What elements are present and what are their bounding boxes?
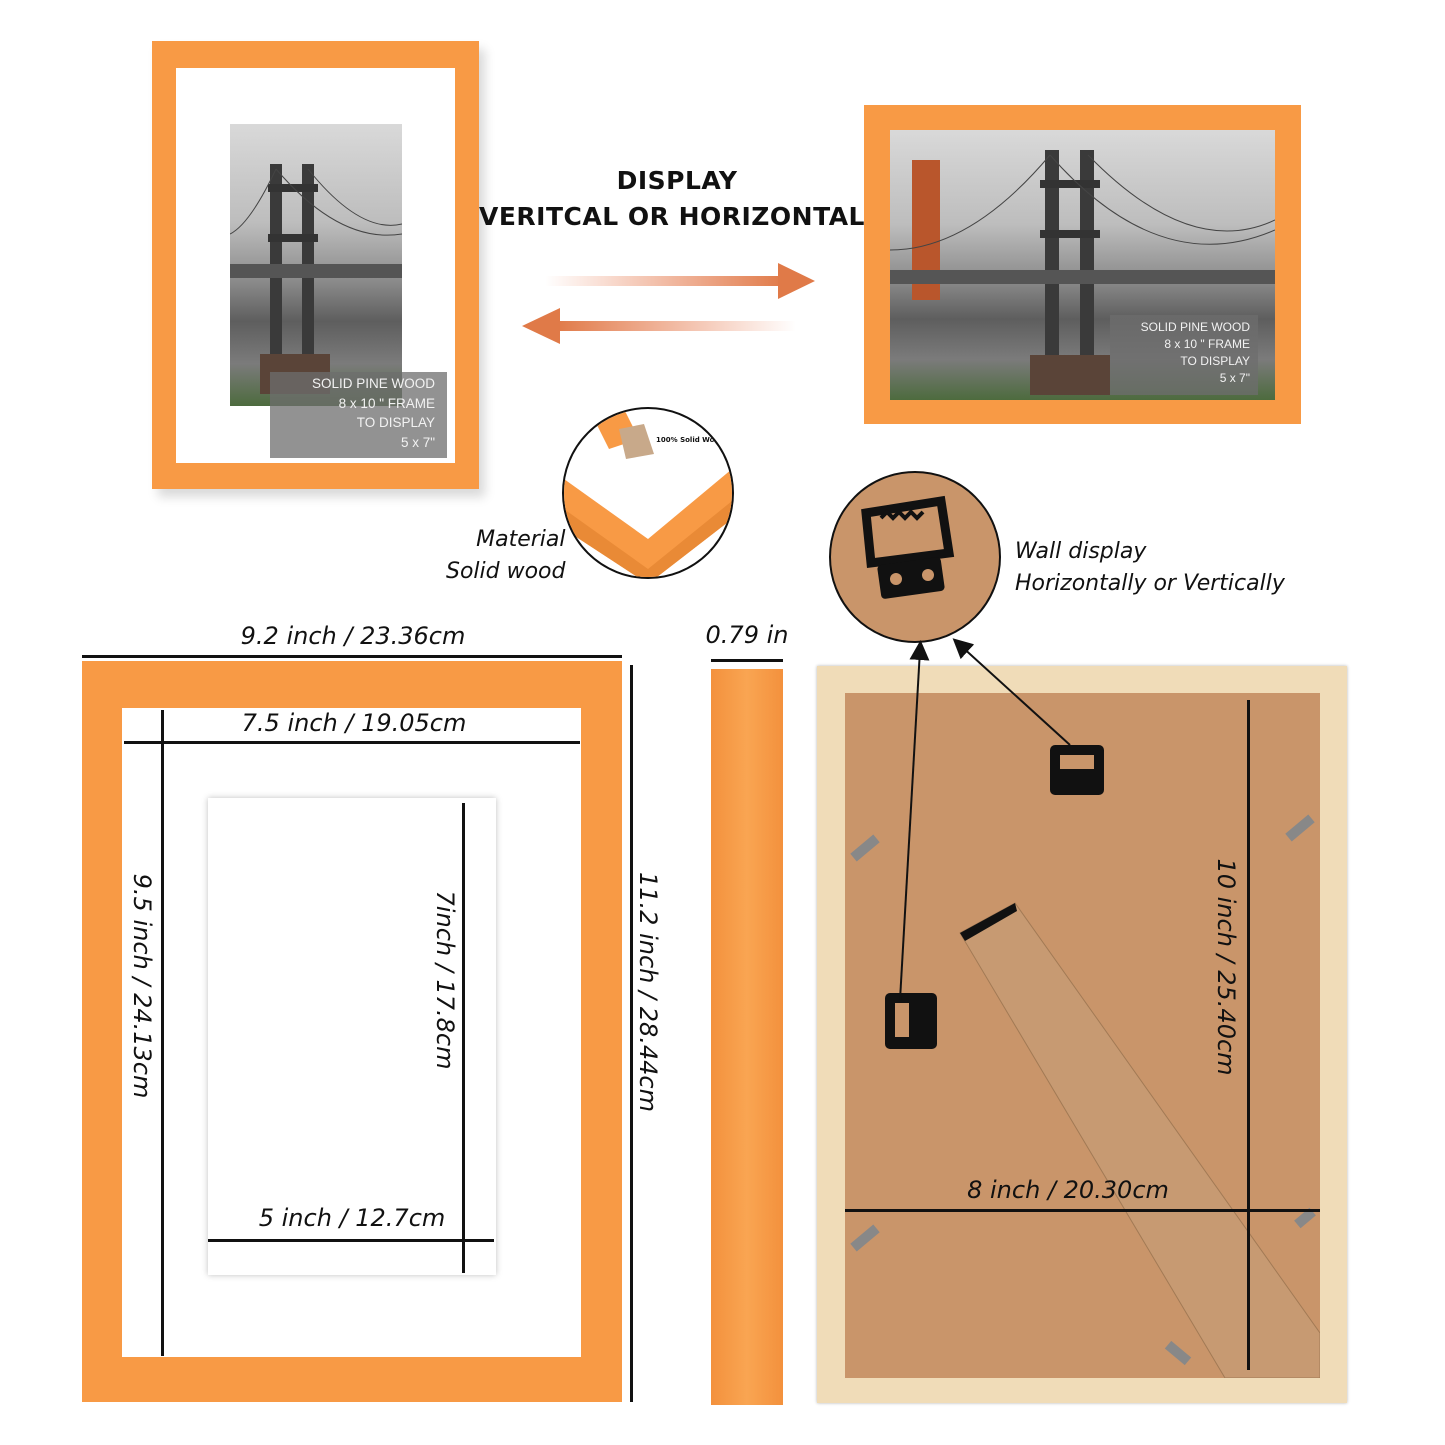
label-line: TO DISPLAY [1180, 354, 1250, 368]
label-line: 5 x 7" [400, 434, 435, 450]
heading-display: DISPLAY [616, 166, 738, 195]
sawtooth-hanger-icon [885, 993, 937, 1049]
label-line: SOLID PINE WOOD [1140, 320, 1250, 334]
solid-wood-badge: 100% Solid Wood [656, 436, 725, 444]
sawtooth-hanger-icon [1050, 745, 1104, 795]
wall-value: Horizontally or Vertically [1015, 571, 1285, 596]
wall-title: Wall display [1015, 539, 1147, 564]
wood-corner-illustration [564, 409, 732, 577]
bridge-illustration [890, 150, 1275, 395]
arrow-right-icon [545, 263, 815, 299]
dimension-line [711, 659, 783, 662]
turn-clip-icon [850, 814, 1316, 1366]
material-detail-circle: 100% Solid Wood [562, 407, 734, 579]
back-details [850, 745, 1320, 1378]
dimension-line [82, 655, 622, 658]
inner-width-label: 7.5 inch / 19.05cm [241, 709, 467, 737]
material-label: Material Solid wood [446, 524, 566, 588]
label-line: 8 x 10 " FRAME [1164, 337, 1250, 351]
back-width-label: 8 inch / 20.30cm [967, 1176, 1169, 1204]
label-line: 8 x 10 " FRAME [338, 395, 435, 411]
bridge-photo-vertical [230, 124, 402, 406]
back-height-label: 10 inch / 25.40cm [1212, 858, 1240, 1076]
material-title: Material [476, 527, 566, 552]
dimension-line [845, 1209, 1320, 1212]
dimension-line [208, 1239, 494, 1242]
orientation-arrows [522, 263, 815, 344]
outer-height-label: 11.2 inch / 28.44cm [634, 872, 662, 1112]
depth-label: 0.79 in [705, 621, 789, 649]
wall-display-label: Wall display Horizontally or Vertically [1015, 536, 1285, 600]
mat-opening [208, 798, 496, 1275]
inner-height-label: 9.5 inch / 24.13cm [128, 873, 156, 1099]
photo-label-horizontal: SOLID PINE WOOD 8 x 10 " FRAME TO DISPLA… [1110, 315, 1258, 395]
dimension-line [124, 741, 580, 744]
sawtooth-hanger-icon [861, 495, 955, 599]
material-value: Solid wood [446, 559, 566, 584]
hook-detail-circle [829, 471, 1001, 643]
opening-height-label: 7inch / 17.8cm [431, 890, 459, 1070]
dimension-line [630, 665, 633, 1402]
label-line: 5 x 7" [1219, 371, 1250, 385]
heading-orientation: VERITCAL OR HORIZONTAL [479, 202, 865, 231]
label-line: SOLID PINE WOOD [311, 376, 435, 391]
arrow-left-icon [522, 308, 796, 344]
dimension-line [1247, 700, 1250, 1370]
opening-width-label: 5 inch / 12.7cm [258, 1204, 446, 1232]
bridge-illustration [230, 164, 402, 394]
hanger-pointer-arrows [899, 638, 1071, 1001]
dimension-line [161, 710, 164, 1356]
frame-depth-strip [711, 669, 783, 1405]
photo-label-vertical: SOLID PINE WOOD 8 x 10 " FRAME TO DISPLA… [270, 372, 447, 458]
outer-width-label: 9.2 inch / 23.36cm [240, 622, 466, 650]
horizontal-frame: SOLID PINE WOOD 8 x 10 " FRAME TO DISPLA… [864, 105, 1301, 424]
easel-stand [959, 902, 1320, 1378]
dimension-line [462, 803, 465, 1273]
label-line: TO DISPLAY [356, 415, 435, 430]
